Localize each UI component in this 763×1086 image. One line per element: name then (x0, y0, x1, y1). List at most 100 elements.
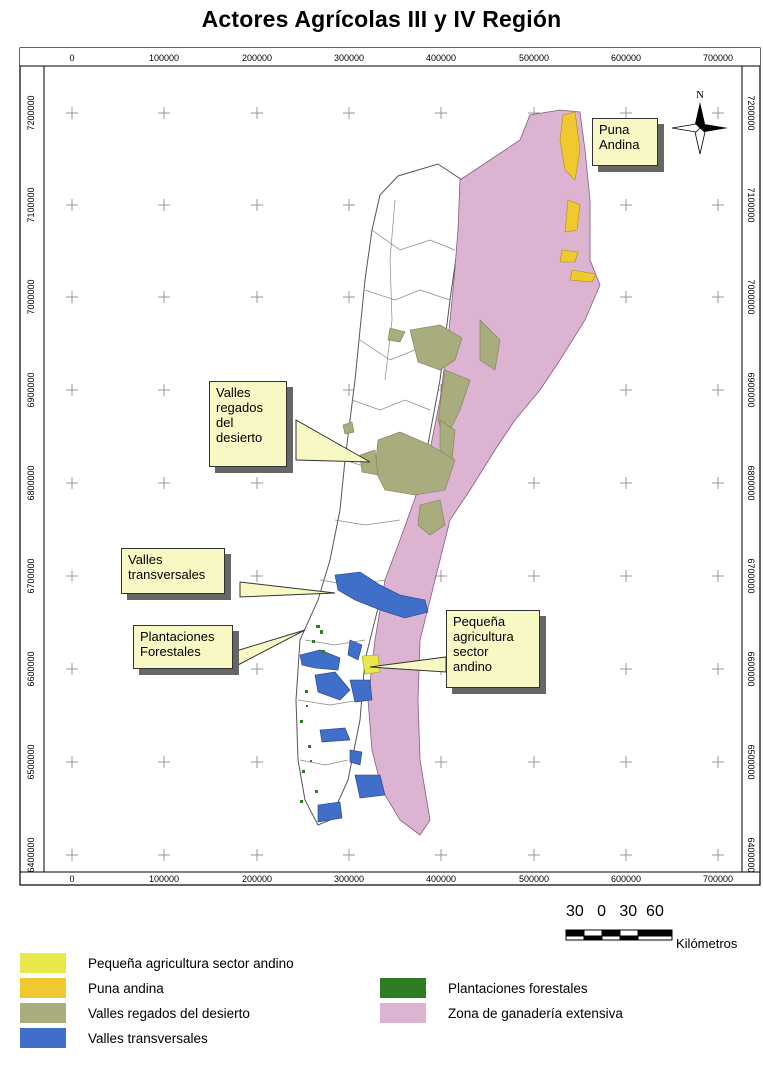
x-tick-label: 200000 (242, 53, 272, 63)
grid-cross (66, 199, 78, 211)
grid-cross (712, 199, 724, 211)
grid-cross (712, 291, 724, 303)
grid-cross (528, 849, 540, 861)
y-tick-label: 7000000 (746, 279, 756, 314)
grid-cross (158, 756, 170, 768)
x-tick-label: 200000 (242, 874, 272, 884)
scale-numbers: 30 0 30 60 (566, 903, 664, 920)
x-tick-label: 600000 (611, 874, 641, 884)
y-tick-label: 6900000 (746, 372, 756, 407)
callout-valles-regados: Valles regados del desierto (209, 381, 287, 467)
y-tick-label: 6700000 (26, 558, 36, 593)
grid-cross (66, 107, 78, 119)
grid-cross (251, 849, 263, 861)
grid-cross (620, 477, 632, 489)
grid-cross (620, 199, 632, 211)
grid-cross (712, 663, 724, 675)
grid-cross (66, 291, 78, 303)
legend-swatch (20, 1028, 66, 1048)
grid-cross (712, 477, 724, 489)
grid-cross (158, 291, 170, 303)
y-tick-label: 7200000 (26, 95, 36, 130)
grid-cross (435, 849, 447, 861)
callout-plantaciones-forestales: Plantaciones Forestales (133, 625, 233, 669)
grid-cross (620, 849, 632, 861)
grid-cross (343, 107, 355, 119)
legend-puna-andina: Puna andina (20, 978, 164, 998)
pequena-agricultura-sector-andino (361, 654, 381, 675)
x-tick-label: 300000 (334, 53, 364, 63)
grid-cross (251, 663, 263, 675)
grid-cross (620, 291, 632, 303)
grid-cross (251, 477, 263, 489)
y-ticks-left: 7200000710000070000006900000680000067000… (26, 95, 36, 872)
grid-cross (435, 570, 447, 582)
scale-unit: Kilómetros (676, 936, 738, 951)
grid-cross (435, 107, 447, 119)
grid-cross (66, 756, 78, 768)
grid-cross (251, 199, 263, 211)
grid-cross (251, 291, 263, 303)
north-label: N (696, 89, 704, 101)
x-tick-label: 500000 (519, 53, 549, 63)
y-tick-label: 7000000 (26, 279, 36, 314)
grid-cross (620, 663, 632, 675)
grid-cross (620, 570, 632, 582)
grid-cross (158, 384, 170, 396)
y-tick-label: 6900000 (26, 372, 36, 407)
y-ticks-right: 7200000710000070000006900000680000067000… (746, 95, 756, 872)
x-tick-label: 0 (69, 874, 74, 884)
callout-valles-transversales: Valles transversales (121, 548, 225, 594)
x-tick-label: 100000 (149, 874, 179, 884)
grid-cross (712, 756, 724, 768)
x-tick-label: 600000 (611, 53, 641, 63)
y-tick-label: 6500000 (26, 744, 36, 779)
grid-cross (251, 756, 263, 768)
puna-andina (559, 111, 597, 283)
plantaciones-forestales (300, 625, 325, 803)
grid-cross (343, 384, 355, 396)
grid-cross (158, 199, 170, 211)
valles-transversales (299, 571, 429, 823)
grid-cross (251, 570, 263, 582)
x-tick-label: 400000 (426, 53, 456, 63)
grid-cross (620, 756, 632, 768)
zona-ganaderia-extensiva (367, 109, 601, 836)
legend-swatch (20, 1003, 66, 1023)
legend-swatch (20, 953, 66, 973)
grid-cross (528, 477, 540, 489)
grid-cross (712, 849, 724, 861)
grid-cross (158, 107, 170, 119)
y-tick-label: 7100000 (26, 187, 36, 222)
map-title: Actores Agrícolas III y IV Región (201, 6, 562, 32)
legend-valles-regados: Valles regados del desierto (20, 1003, 250, 1023)
callout-pequena-agricultura: Pequeña agricultura sector andino (446, 610, 540, 688)
x-tick-label: 300000 (334, 874, 364, 884)
x-tick-label: 100000 (149, 53, 179, 63)
legend-plantaciones-forestales: Plantaciones forestales (380, 978, 588, 998)
legend-swatch (20, 978, 66, 998)
grid-cross (66, 849, 78, 861)
grid-cross (158, 849, 170, 861)
grid-cross (435, 756, 447, 768)
y-tick-label: 6800000 (746, 465, 756, 500)
grid-cross (343, 849, 355, 861)
grid-cross (66, 663, 78, 675)
y-tick-label: 6600000 (746, 651, 756, 686)
grid-cross (712, 384, 724, 396)
grid-cross (712, 107, 724, 119)
grid-cross (66, 384, 78, 396)
north-arrow-icon (671, 102, 728, 155)
grid-cross (712, 570, 724, 582)
grid-cross (66, 477, 78, 489)
legend-pequena-agricultura: Pequeña agricultura sector andino (20, 953, 294, 973)
grid-cross (66, 570, 78, 582)
grid-cross (620, 107, 632, 119)
grid-cross (620, 384, 632, 396)
x-tick-label: 700000 (703, 874, 733, 884)
legend-zona-ganaderia: Zona de ganadería extensiva (380, 1003, 623, 1023)
grid-cross (251, 107, 263, 119)
y-tick-label: 6600000 (26, 651, 36, 686)
